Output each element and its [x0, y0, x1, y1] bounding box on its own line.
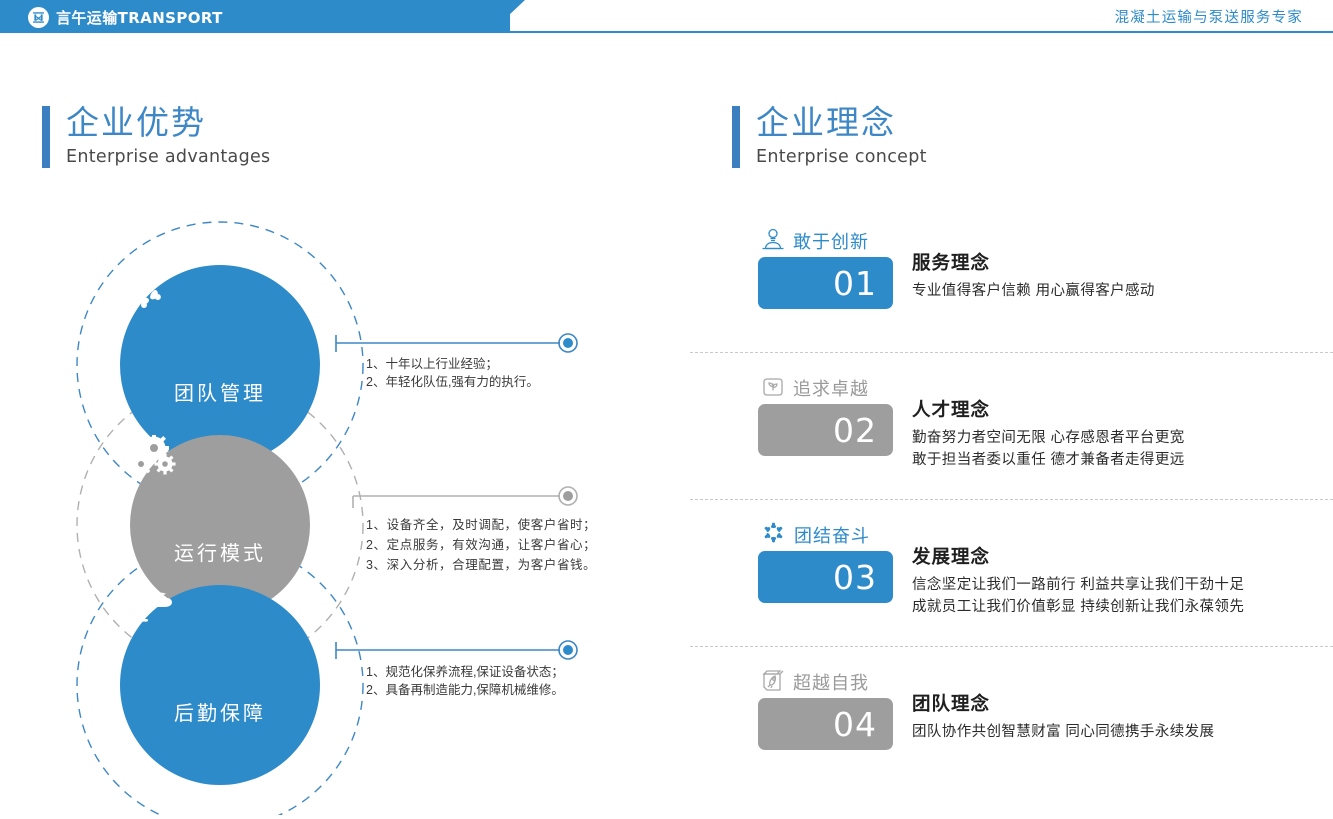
section-title-cn: 企业理念 — [756, 104, 896, 141]
concept-text: 发展理念 信念坚定让我们一路前行 利益共享让我们干劲十足 成就员工让我们价值彰显… — [912, 543, 1244, 618]
concept-number: 01 — [833, 263, 877, 303]
lead-line: 2、定点服务，有效沟通，让客户省心； — [366, 538, 597, 552]
advantages-diagram: 团队管理 — [0, 195, 640, 815]
concept-line: 信念坚定让我们一路前行 利益共享让我们干劲十足 — [912, 577, 1245, 593]
delivery-truck-icon — [124, 592, 248, 691]
concept-badge-col: 团结奋斗 03 — [758, 521, 898, 608]
diagram-node-logistics[interactable]: 后勤保障 — [120, 585, 320, 785]
book-sprout-icon — [760, 374, 786, 403]
book-rocket-icon — [760, 668, 786, 697]
concept-line: 勤奋努力者空间无限 心存感恩者平台更宽 — [912, 430, 1185, 446]
concept-number: 02 — [833, 410, 877, 450]
header-blue-bar — [0, 0, 510, 33]
header-bar-tail — [490, 0, 525, 33]
connector-dot-ring-3 — [558, 640, 578, 660]
concept-title: 人才理念 — [912, 399, 991, 420]
lightbulb-person-icon — [760, 227, 786, 256]
concept-line: 成就员工让我们价值彰显 持续创新让我们永葆领先 — [912, 599, 1245, 615]
concept-separator — [690, 352, 1333, 353]
concept-text: 人才理念 勤奋努力者空间无限 心存感恩者平台更宽 敢于担当者委以重任 德才兼备者… — [912, 396, 1185, 471]
concept-line: 团队协作共创智慧财富 同心同德携手永续发展 — [912, 724, 1215, 740]
team-people-icon — [760, 520, 787, 550]
concept-tag-label: 敢于创新 — [793, 232, 869, 252]
concept-item-01[interactable]: 敢于创新 01 服务理念 专业值得客户信赖 用心赢得客户感动 — [690, 205, 1333, 352]
concept-badge-col: 追求卓越 02 — [758, 374, 898, 461]
concept-tag: 敢于创新 — [758, 227, 898, 255]
connector-dot-3 — [563, 645, 573, 655]
section-accent-bar — [42, 106, 50, 168]
diagram-node-label: 后勤保障 — [174, 702, 266, 725]
section-title-concept: 企业理念 Enterprise concept — [732, 103, 927, 170]
concept-tag: 团结奋斗 — [758, 521, 898, 549]
diagram-lead-2: 1、设备齐全，及时调配，使客户省时； 2、定点服务，有效沟通，让客户省心； 3、… — [366, 515, 596, 575]
brand-logo[interactable]: 言午运输TRANSPORT — [28, 5, 223, 29]
concept-number-badge: 04 — [758, 698, 898, 755]
concept-badge-col: 敢于创新 01 — [758, 227, 898, 314]
connector-dot-2 — [563, 491, 573, 501]
concept-item-02[interactable]: 追求卓越 02 人才理念 勤奋努力者空间无限 心存感恩者平台更宽 敢于担当者委以… — [690, 352, 1333, 499]
concept-tag: 追求卓越 — [758, 374, 898, 402]
connector-dot-ring-1 — [558, 333, 578, 353]
diagram-node-label: 团队管理 — [174, 382, 266, 405]
section-title-advantages: 企业优势 Enterprise advantages — [42, 103, 270, 170]
section-accent-bar — [732, 106, 740, 168]
concept-text: 服务理念 专业值得客户信赖 用心赢得客户感动 — [912, 249, 1155, 302]
section-title-en: Enterprise concept — [756, 147, 927, 167]
team-people-icon — [127, 270, 248, 371]
concept-item-04[interactable]: 超越自我 04 团队理念 团队协作共创智慧财富 同心同德携手永续发展 — [690, 646, 1333, 793]
lead-line: 1、设备齐全，及时调配，使客户省时； — [366, 518, 597, 532]
concept-badge-col: 超越自我 04 — [758, 668, 898, 755]
diagram-connectors — [76, 221, 578, 815]
concept-number-badge: 02 — [758, 404, 898, 461]
concept-text: 团队理念 团队协作共创智慧财富 同心同德携手永续发展 — [912, 690, 1214, 743]
concept-list: 敢于创新 01 服务理念 专业值得客户信赖 用心赢得客户感动 — [690, 205, 1333, 793]
concept-number-badge: 03 — [758, 551, 898, 608]
concept-line: 专业值得客户信赖 用心赢得客户感动 — [912, 283, 1155, 299]
header-underline — [0, 31, 1333, 33]
gears-icon — [130, 435, 248, 531]
concept-tag-label: 团结奋斗 — [794, 526, 870, 546]
concept-line: 敢于担当者委以重任 德才兼备者走得更远 — [912, 452, 1185, 468]
section-title-cn: 企业优势 — [66, 104, 206, 141]
lead-line: 3、深入分析，合理配置，为客户省钱。 — [366, 558, 597, 572]
concept-separator — [690, 646, 1333, 647]
page-header: 言午运输TRANSPORT 混凝土运输与泵送服务专家 — [0, 0, 1333, 33]
concept-number: 03 — [833, 557, 877, 597]
connector-dot-ring-2 — [558, 486, 578, 506]
concept-title: 服务理念 — [912, 252, 991, 273]
concept-title: 团队理念 — [912, 693, 991, 714]
concept-title: 发展理念 — [912, 546, 991, 567]
concept-tag: 超越自我 — [758, 668, 898, 696]
connector-dot-1 — [563, 338, 573, 348]
concept-separator — [690, 499, 1333, 500]
section-title-en: Enterprise advantages — [66, 147, 271, 167]
concept-number-badge: 01 — [758, 257, 898, 314]
diagram-lead-3: 1、规范化保养流程,保证设备状态； 2、具备再制造能力,保障机械维修。 — [366, 663, 564, 699]
concept-tag-label: 追求卓越 — [793, 379, 869, 399]
concept-number: 04 — [833, 704, 877, 744]
concept-item-03[interactable]: 团结奋斗 03 发展理念 信念坚定让我们一路前行 利益共享让我们干劲十足 成就员… — [690, 499, 1333, 646]
lead-line: 2、具备再制造能力,保障机械维修。 — [366, 683, 564, 697]
lead-line: 2、年轻化队伍,强有力的执行。 — [366, 375, 539, 389]
logo-text: 言午运输TRANSPORT — [56, 8, 223, 27]
lead-line: 1、规范化保养流程,保证设备状态； — [366, 665, 564, 679]
lead-line: 1、十年以上行业经验； — [366, 357, 498, 371]
company-emblem-icon — [28, 6, 49, 28]
header-slogan: 混凝土运输与泵送服务专家 — [1114, 10, 1303, 26]
diagram-lead-1: 1、十年以上行业经验； 2、年轻化队伍,强有力的执行。 — [366, 355, 539, 391]
diagram-node-label: 运行模式 — [174, 542, 266, 565]
concept-tag-label: 超越自我 — [793, 673, 869, 693]
diagram-node-team[interactable]: 团队管理 — [120, 265, 320, 465]
